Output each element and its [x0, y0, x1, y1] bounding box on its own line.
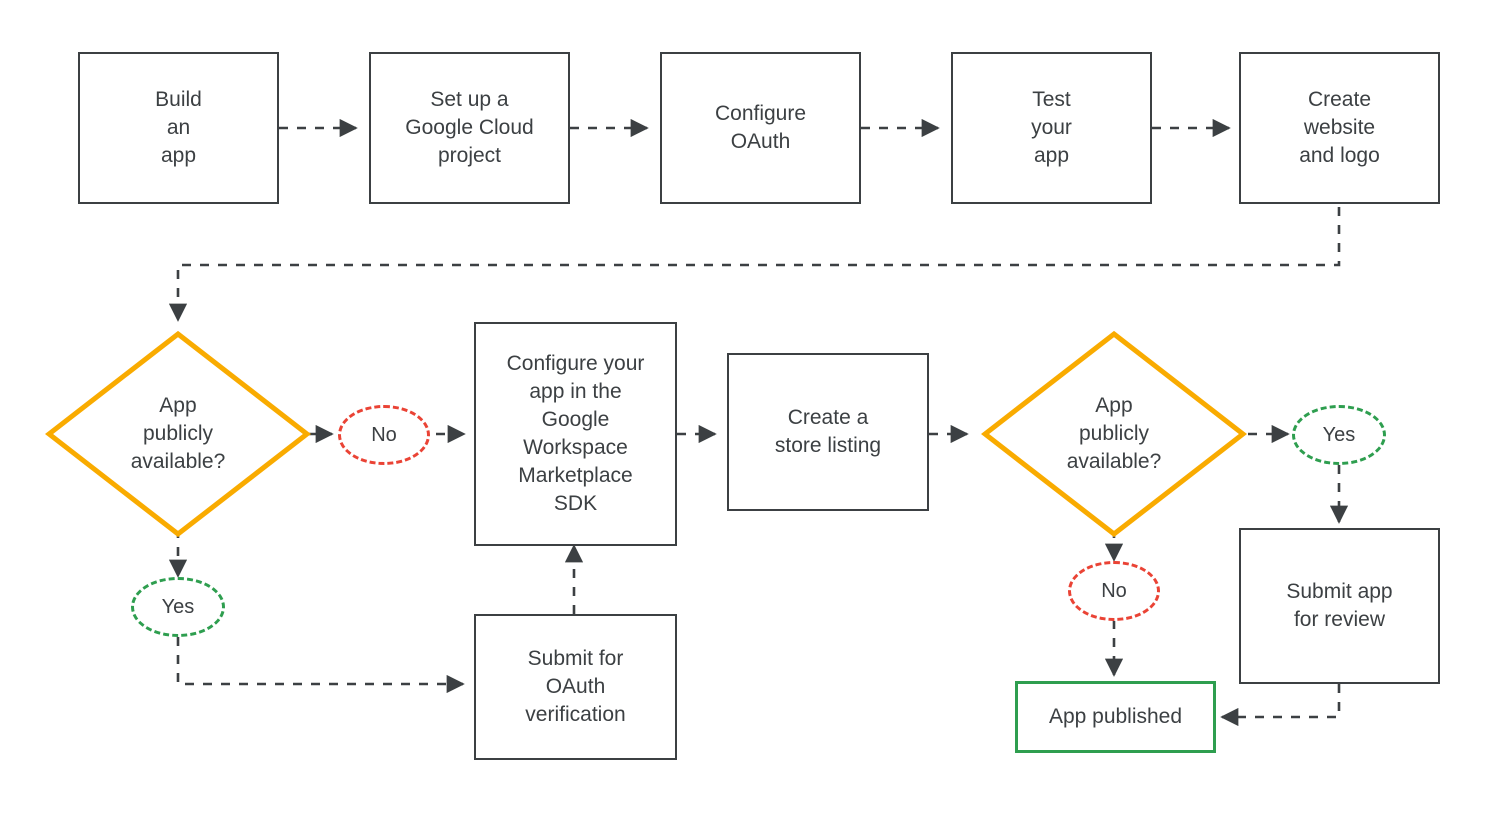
- node-label: Create a store listing: [774, 405, 882, 457]
- node-app-published[interactable]: App published: [1015, 681, 1216, 753]
- edge-label-no-one: No: [338, 405, 430, 465]
- node-create-store-listing[interactable]: Create a store listing: [727, 353, 929, 511]
- node-configure-app-marketplace-sdk[interactable]: Configure your app in the Google Workspa…: [474, 322, 677, 546]
- edge-label-text: No: [1101, 579, 1127, 602]
- node-label: Test your app: [1031, 87, 1072, 168]
- node-submit-app-for-review[interactable]: Submit app for review: [1239, 528, 1440, 684]
- node-decision-app-publicly-available-two[interactable]: App publicly available?: [981, 330, 1247, 538]
- node-label: Build an app: [155, 87, 202, 168]
- node-label: Configure OAuth: [714, 101, 807, 153]
- node-label: App published: [1048, 704, 1183, 728]
- edge-website-to-decision: [168, 207, 1341, 322]
- edge-yes1-to-oauthverify: [176, 637, 465, 694]
- diamond-shape: [981, 330, 1247, 538]
- node-label: Submit for OAuth verification: [525, 646, 626, 727]
- node-configure-oauth[interactable]: Configure OAuth: [660, 52, 861, 204]
- diamond-shape: [45, 330, 311, 538]
- node-label: Submit app for review: [1286, 579, 1393, 631]
- edge-label-no-two: No: [1068, 561, 1160, 621]
- node-submit-for-oauth-verification[interactable]: Submit for OAuth verification: [474, 614, 677, 760]
- node-decision-app-publicly-available-one[interactable]: App publicly available?: [45, 330, 311, 538]
- node-label: Set up a Google Cloud project: [405, 87, 534, 168]
- node-label: Create website and logo: [1299, 87, 1380, 168]
- edge-label-yes-one: Yes: [131, 577, 225, 637]
- edge-label-text: Yes: [161, 595, 195, 618]
- node-create-website-and-logo[interactable]: Create website and logo: [1239, 52, 1440, 204]
- node-label: App publicly available?: [1066, 393, 1162, 474]
- node-label: App publicly available?: [130, 393, 226, 474]
- node-test-your-app[interactable]: Test your app: [951, 52, 1152, 204]
- edge-label-text: Yes: [1322, 423, 1356, 446]
- node-build-an-app[interactable]: Build an app: [78, 52, 279, 204]
- node-label: Configure your app in the Google Workspa…: [506, 351, 645, 516]
- node-set-up-google-cloud-project[interactable]: Set up a Google Cloud project: [369, 52, 570, 204]
- edge-review-to-published: [1220, 684, 1341, 727]
- edge-label-yes-two: Yes: [1292, 405, 1386, 465]
- edge-label-text: No: [371, 423, 397, 446]
